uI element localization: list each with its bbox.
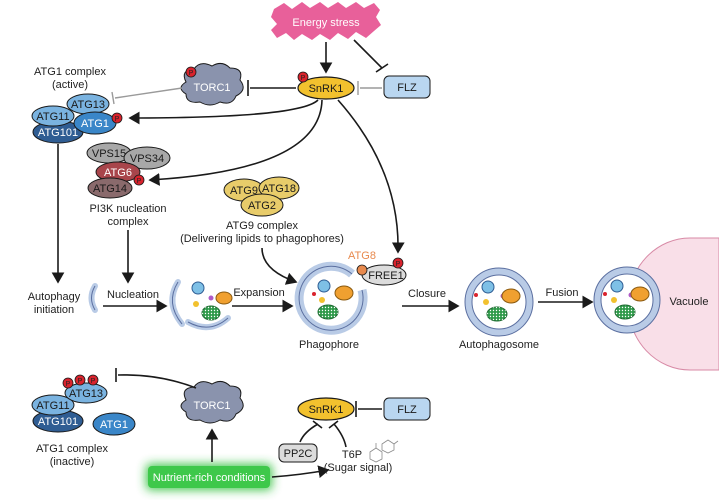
phagophore <box>294 261 368 335</box>
torc1-label: TORC1 <box>193 82 230 94</box>
flz-node-bottom: FLZ <box>383 397 431 421</box>
initiation-label-1: Autophagy <box>28 291 81 303</box>
atg1-label: ATG1 <box>81 118 109 130</box>
phospho-label: P <box>189 70 194 77</box>
phospho-label: P <box>396 261 401 268</box>
expansion-label: Expansion <box>233 287 284 299</box>
phospho-label: P <box>91 378 96 385</box>
phospho-label: P <box>78 378 83 385</box>
torc1-node-bottom: TORC1 <box>180 380 244 424</box>
atg14-label: ATG14 <box>93 183 127 195</box>
atg101-inactive-label: ATG101 <box>38 416 78 428</box>
initiation-label-2: initiation <box>34 304 74 316</box>
atg1-complex-active: ATG101 ATG11 ATG13 ATG1 P <box>31 93 123 144</box>
arrow-snrk1-to-free1 <box>337 99 405 254</box>
inhib-t6p-to-snrk1-bar <box>328 420 339 429</box>
snrk1-node-top: SnRK1 P <box>297 71 355 100</box>
arrow-snrk1-to-pi3k <box>148 99 323 186</box>
torc1-bottom-label: TORC1 <box>193 400 230 412</box>
arrow-atg9-to-phagophore <box>261 247 298 285</box>
atg1-complex-inactive: ATG101 ATG11 ATG13 P P P ATG1 <box>31 374 136 436</box>
free1-label: FREE1 <box>368 270 403 282</box>
inhib-energy-to-flz <box>353 39 383 69</box>
energy-stress-burst <box>271 2 381 40</box>
phospho-icon <box>62 377 74 389</box>
pi3k-complex: VPS15 VPS34 ATG6 ATG14 P <box>86 142 171 199</box>
pp2c-label: PP2C <box>284 448 313 460</box>
vps34-label: VPS34 <box>130 153 164 165</box>
phospho-label: P <box>301 75 306 82</box>
atg1-inactive-subtitle: (inactive) <box>50 456 95 468</box>
fusion-label: Fusion <box>545 287 578 299</box>
inhib-pp2c-to-snrk1 <box>299 423 319 443</box>
sugar-signal-label: (Sugar signal) <box>324 462 392 474</box>
torc1-node-top: TORC1 P <box>180 62 244 106</box>
pi3k-subtitle: complex <box>108 216 149 228</box>
phospho-icon <box>297 71 309 83</box>
atg9-complex: ATG9 ATG18 ATG2 <box>223 176 300 217</box>
atg13-label: ATG13 <box>71 99 105 111</box>
autophagosome <box>464 267 534 337</box>
atg9-subtitle: (Delivering lipids to phagophores) <box>180 233 344 245</box>
nucleation-label: Nucleation <box>107 289 159 301</box>
t6p-molecule-icon <box>369 439 399 463</box>
atg1-inactive-label: ATG1 <box>100 419 128 431</box>
pi3k-title: PI3K nucleation <box>89 203 166 215</box>
phospho-icon <box>74 374 86 386</box>
vacuole-label: Vacuole <box>670 296 709 308</box>
inhib-energy-to-flz-bar <box>375 63 389 73</box>
atg9-label: ATG9 <box>230 185 258 197</box>
snrk1-label: SnRK1 <box>309 83 344 95</box>
phospho-icon <box>87 374 99 386</box>
atg6-label: ATG6 <box>104 167 132 179</box>
phospho-icon <box>133 174 145 186</box>
snrk1-node-bottom: SnRK1 <box>297 397 355 421</box>
atg18-label: ATG18 <box>262 183 296 195</box>
energy-stress-label: Energy stress <box>292 17 360 29</box>
arrow-snrk1-to-atg1 <box>128 99 319 125</box>
atg9-title: ATG9 complex <box>226 220 298 232</box>
initiation-membrane-outline <box>91 285 96 311</box>
nucleation-vesicle <box>169 279 233 331</box>
inhib-pp2c-to-snrk1-bar <box>312 420 323 429</box>
atg2-label: ATG2 <box>248 200 276 212</box>
autophagosome-label: Autophagosome <box>459 339 539 351</box>
arrow-nutrient-to-t6p <box>271 465 330 478</box>
atg1-active-subtitle: (active) <box>52 79 88 91</box>
atg1-inactive-title: ATG1 complex <box>36 443 108 455</box>
nutrient-rich-node: Nutrient-rich conditions <box>146 464 272 490</box>
inhib-torc1-to-atg13 <box>117 374 197 389</box>
nutrient-rich-label: Nutrient-rich conditions <box>153 472 266 484</box>
atg8-label: ATG8 <box>348 250 376 262</box>
inhib-torc1-to-atg1 <box>114 87 183 99</box>
phospho-label: P <box>115 116 120 123</box>
snrk1-bottom-label: SnRK1 <box>309 404 344 416</box>
closure-label: Closure <box>408 288 446 300</box>
vps15-label: VPS15 <box>92 148 126 160</box>
phospho-label: P <box>137 178 142 185</box>
atg11-label: ATG11 <box>36 111 69 123</box>
flz-bottom-label: FLZ <box>397 404 417 416</box>
phospho-icon <box>392 257 404 269</box>
vacuole <box>593 237 719 371</box>
atg1-active-title: ATG1 complex <box>34 66 106 78</box>
energy-stress-node: Energy stress <box>271 2 381 40</box>
inhib-t6p-to-snrk1 <box>333 423 347 448</box>
phospho-label: P <box>66 381 71 388</box>
pp2c-node: PP2C <box>278 443 318 463</box>
atg13-inactive-label: ATG13 <box>69 388 103 400</box>
flz-label: FLZ <box>397 82 417 94</box>
free1-node: FREE1 P <box>361 257 407 286</box>
atg11-inactive-label: ATG11 <box>36 400 69 412</box>
phospho-icon <box>111 112 123 124</box>
inhib-torc1-to-atg1-bar <box>111 91 115 105</box>
phagophore-label: Phagophore <box>299 339 359 351</box>
flz-node-top: FLZ <box>383 75 431 99</box>
phospho-icon <box>185 66 197 78</box>
t6p-label: T6P <box>342 449 362 461</box>
atg101-label: ATG101 <box>38 127 78 139</box>
atg8-node: ATG8 <box>348 250 376 276</box>
